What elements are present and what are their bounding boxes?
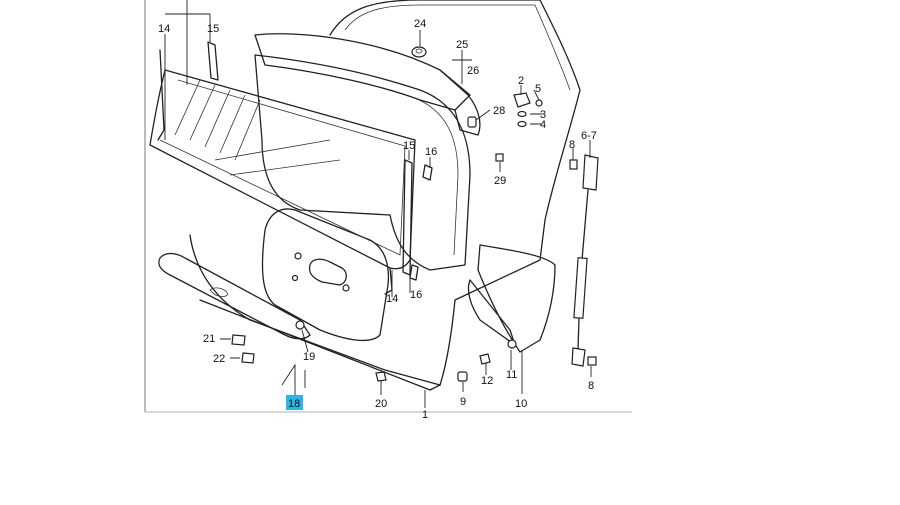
- callout-8-lower: 8: [588, 380, 594, 392]
- callout-29: 29: [494, 175, 506, 187]
- callout-28: 28: [493, 105, 505, 117]
- callout-4: 4: [540, 119, 546, 131]
- callout-labels: 14 15 24 25 26 2 5 3 4 28 6-7 8 15 16 29…: [158, 18, 597, 421]
- glass-reflection: [214, 139, 341, 176]
- garnish-emblem-area: [209, 287, 229, 298]
- cap-21: [231, 334, 246, 346]
- back-door-lower-edge: [199, 299, 441, 391]
- glass-inner-edge: [159, 79, 406, 256]
- spoiler-nozzle-28: [467, 116, 477, 128]
- grommet-24-inner: [415, 48, 423, 54]
- callout-1: 1: [422, 409, 428, 421]
- callout-21: 21: [203, 333, 215, 345]
- rear-window-glass: [149, 69, 416, 270]
- back-door-outer-inner-line: [344, 4, 571, 91]
- side-trim-15-left: [207, 41, 219, 81]
- weatherstrip-14: [157, 49, 165, 141]
- side-trim-15-right: [402, 159, 413, 276]
- callout-16-lower: 16: [410, 289, 422, 301]
- callout-15-right: 15: [403, 140, 415, 152]
- back-door-outer-panel: [189, 0, 581, 386]
- screw-9: [457, 371, 468, 382]
- gas-strut-lower-rod: [577, 317, 580, 351]
- callout-14-lower: 14: [386, 293, 398, 305]
- callout-22: 22: [213, 353, 225, 365]
- gas-strut-lower-mount: [571, 347, 586, 367]
- recess-hole-1: [294, 252, 302, 260]
- side-garnish-10: [477, 244, 556, 353]
- callout-26: 26: [467, 65, 479, 77]
- upper-spoiler-26: [439, 69, 481, 136]
- callout-18-highlight: [286, 395, 303, 410]
- door-inner-frame: [254, 54, 471, 271]
- callout-20: 20: [375, 398, 387, 410]
- callout-14: 14: [158, 23, 170, 35]
- grommet-24: [411, 46, 427, 58]
- callout-12: 12: [481, 375, 493, 387]
- defroster-lines: [174, 79, 261, 161]
- callout-25: 25: [456, 39, 468, 51]
- upper-spoiler-25: [254, 33, 471, 111]
- callout-3: 3: [540, 109, 546, 121]
- callout-19: 19: [303, 351, 315, 363]
- gas-strut-body: [573, 257, 588, 319]
- licence-plate-recess: [308, 258, 347, 286]
- bolt-8-upper: [569, 159, 578, 170]
- callout-8-upper: 8: [569, 139, 575, 151]
- callout-6-7: 6-7: [581, 130, 597, 142]
- nut-20: [375, 371, 387, 382]
- callout-10: 10: [515, 398, 527, 410]
- bolt-5: [535, 99, 543, 107]
- hinge-2: [513, 92, 531, 108]
- callout-18: 18: [288, 398, 300, 410]
- callout-16-upper: 16: [425, 146, 437, 158]
- cap-22: [241, 352, 255, 364]
- door-lower-recess: [261, 208, 390, 342]
- clip-11: [507, 339, 517, 349]
- washer-3: [517, 110, 527, 118]
- bolt-8-lower: [587, 356, 597, 366]
- callout-24: 24: [414, 18, 426, 30]
- clip-16-upper: [422, 164, 433, 181]
- gas-strut-bracket: [582, 154, 599, 191]
- bolt-29: [495, 153, 504, 162]
- callout-5: 5: [535, 83, 541, 95]
- callout-9: 9: [460, 396, 466, 408]
- recess-hole-3: [291, 274, 299, 282]
- nut-4: [517, 120, 527, 128]
- callout-11: 11: [506, 369, 517, 381]
- clip-16-lower: [409, 264, 419, 281]
- leader-lines: [164, 0, 592, 408]
- gas-strut-rod: [581, 189, 589, 261]
- rear-garnish-18: [158, 252, 311, 340]
- screw-12: [479, 353, 491, 365]
- callout-2: 2: [518, 75, 524, 87]
- callout-15: 15: [207, 23, 219, 35]
- recess-hole-2: [342, 284, 350, 292]
- garnish-clip-19: [295, 320, 305, 330]
